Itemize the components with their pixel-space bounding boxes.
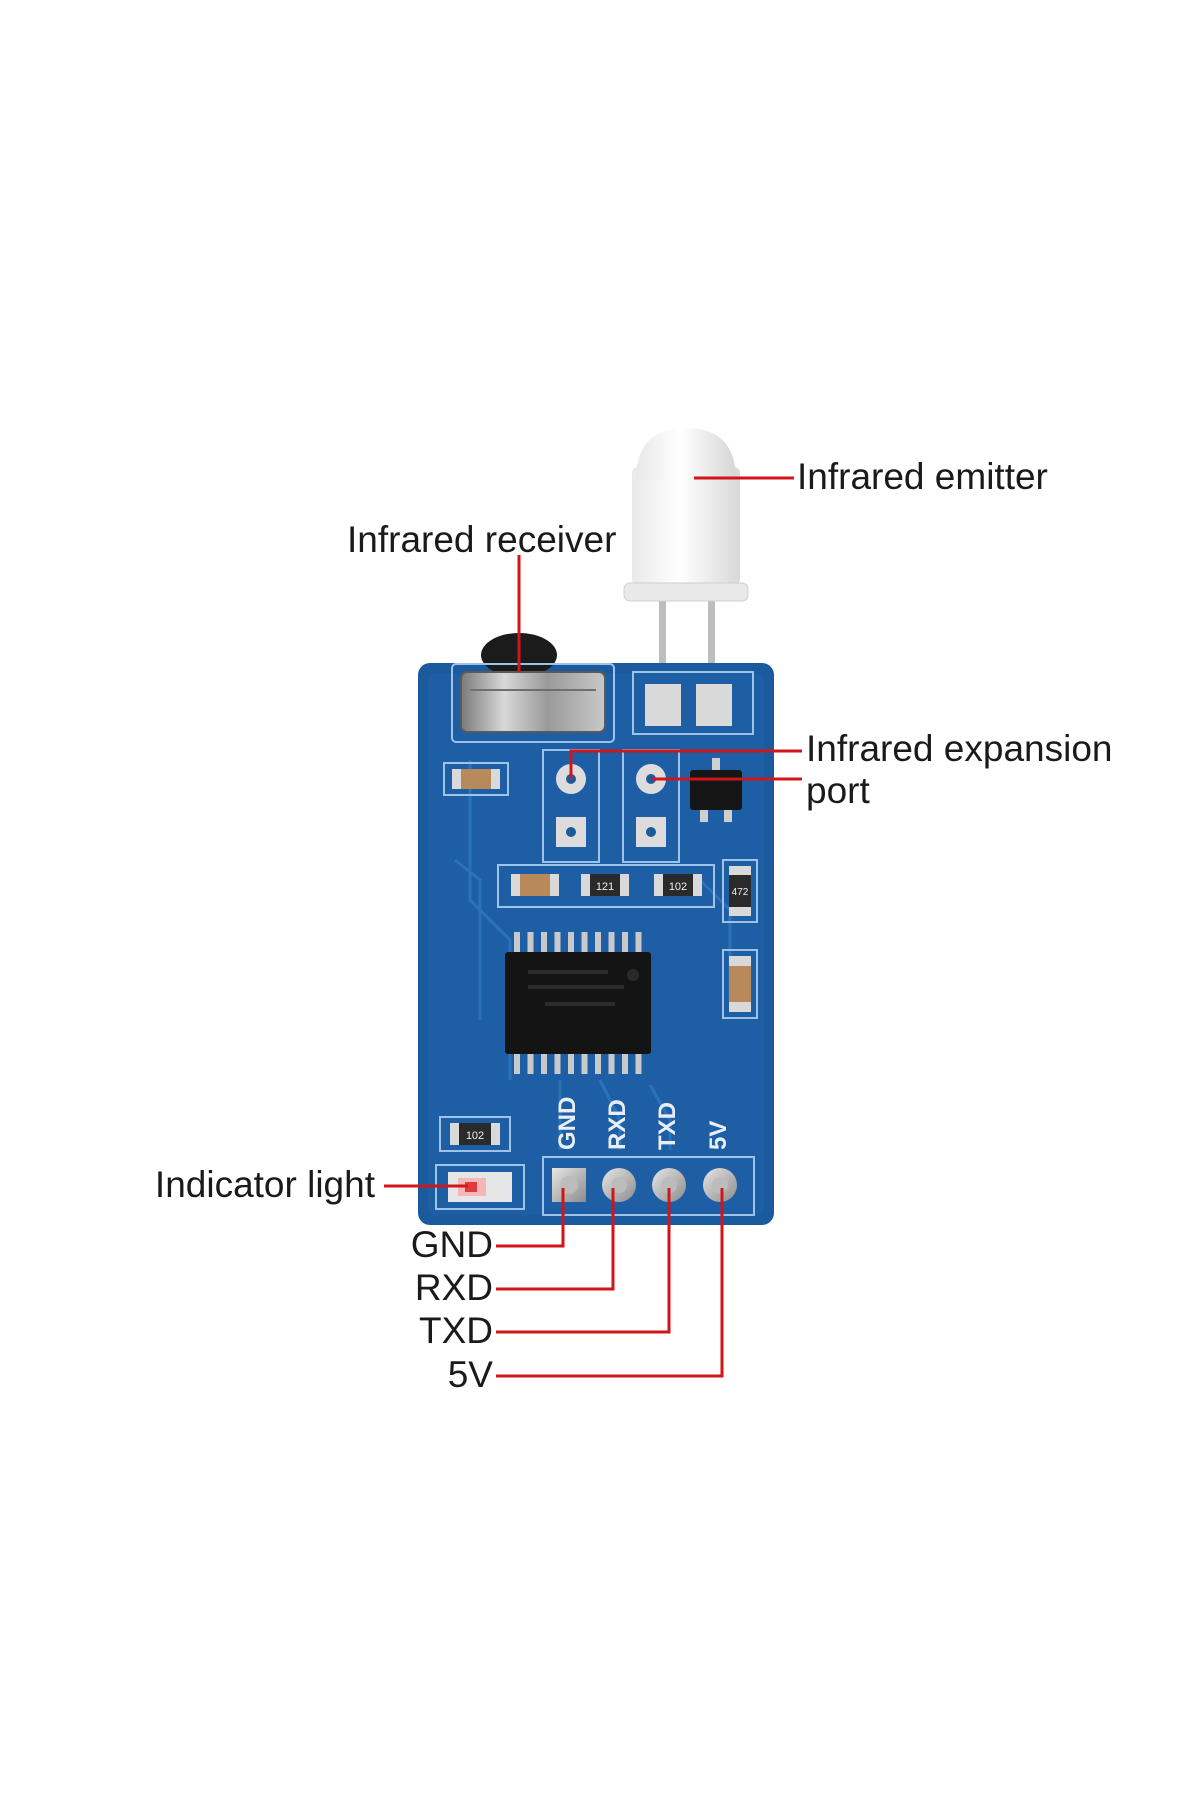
transistor: [690, 770, 742, 810]
resistor-lower-left-cap-b: [491, 1123, 500, 1145]
transistor-lead-c: [712, 758, 720, 770]
ic-pin-top: [595, 932, 601, 954]
transistor-lead-a: [700, 810, 708, 822]
ic-pin-bottom: [514, 1052, 520, 1074]
ic-pin-bottom: [622, 1052, 628, 1074]
resistor-3: [654, 874, 702, 896]
capacitor-right-outline: [722, 949, 758, 1019]
resistor-lower-left-code: 102: [466, 1130, 484, 1142]
resistor-right: [729, 866, 751, 916]
resistor-right-cap-b: [729, 907, 751, 916]
label-infrared-emitter: Infrared emitter: [797, 456, 1048, 497]
ic-pin-top: [581, 932, 588, 954]
capacitor-upper-left-cap-a: [452, 769, 461, 789]
led-leg-right: [708, 585, 715, 695]
expansion-hole-right-bottom: [646, 827, 656, 837]
silk-rxd: RXD: [604, 1099, 631, 1150]
resistor-right-cap-a: [729, 866, 751, 875]
leader-5v: [496, 1188, 724, 1378]
capacitor-upper-left: [452, 769, 500, 789]
ic-pin-top: [608, 932, 615, 954]
led-pad-left: [645, 684, 681, 726]
resistor-right-code: 472: [732, 887, 749, 898]
ic-pin-bottom: [554, 1052, 561, 1074]
led-pad-outline: [632, 671, 754, 735]
receiver-outline: [451, 663, 615, 743]
resistor-lower-left: [450, 1123, 500, 1145]
resistor-right-outline: [722, 859, 758, 923]
ic-pin-bottom: [635, 1052, 642, 1074]
label-infrared-expansion-line1: Infrared expansion: [806, 728, 1113, 769]
led-dome: [636, 428, 736, 480]
silk-txd: TXD: [654, 1102, 681, 1150]
ic-pin-top: [527, 932, 534, 954]
ic-pin-bottom: [595, 1052, 601, 1074]
pin-rxd-solder: [611, 1177, 627, 1193]
leader-gnd: [496, 1188, 565, 1248]
ic-pin-bottom: [608, 1052, 615, 1074]
ic-pin-top: [541, 932, 547, 954]
capacitor-right: [729, 956, 751, 1012]
led-leg-left: [659, 585, 666, 695]
indicator-led-chip: [465, 1182, 477, 1192]
led-pad-right: [696, 684, 732, 726]
main-ic-marking-3: [545, 1002, 615, 1006]
resistor-3-code: 102: [669, 881, 687, 893]
resistor-2-code: 121: [596, 881, 614, 893]
ic-pin-top: [635, 932, 642, 954]
label-txd: TXD: [419, 1310, 493, 1351]
main-ic-pin1-mark: [627, 969, 639, 981]
label-indicator-light: Indicator light: [154, 1164, 375, 1205]
capacitor-right-cap-b: [729, 1002, 751, 1012]
label-5v: 5V: [447, 1354, 493, 1395]
main-ic-marking-1: [528, 970, 608, 974]
leader-expansion-top: [569, 749, 802, 779]
silk-5v: 5V: [705, 1121, 732, 1150]
pin-5v-solder: [712, 1177, 728, 1193]
led-body: [632, 467, 740, 585]
ic-pin-top: [554, 932, 561, 954]
label-infrared-receiver: Infrared receiver: [347, 519, 617, 560]
expansion-hole-left-bottom: [566, 827, 576, 837]
ic-pin-bottom: [527, 1052, 534, 1074]
pin-txd-solder: [661, 1177, 677, 1193]
capacitor-right-cap-a: [729, 956, 751, 966]
leader-rxd: [496, 1188, 615, 1291]
label-rxd: RXD: [414, 1267, 493, 1308]
led-rim: [623, 582, 749, 602]
silk-gnd: GND: [554, 1097, 581, 1150]
capacitor-upper-left-outline: [443, 762, 509, 796]
ic-pin-bottom: [568, 1052, 574, 1074]
label-gnd: GND: [410, 1224, 493, 1265]
resistor-1: [511, 874, 559, 896]
main-ic-marking-2: [528, 985, 624, 989]
label-infrared-expansion-line2: port: [806, 770, 870, 811]
transistor-lead-b: [724, 810, 732, 822]
ic-pin-bottom: [581, 1052, 588, 1074]
ic-pin-top: [514, 932, 520, 954]
pin-header-outline: [542, 1156, 755, 1216]
receiver-shield: [460, 671, 606, 733]
leader-lines: [384, 476, 802, 1378]
ic-pin-top: [622, 932, 628, 954]
resistor-row-outline: [497, 864, 715, 908]
ic-pin-bottom: [541, 1052, 547, 1074]
ic-pins: [514, 932, 642, 1074]
leader-txd: [496, 1188, 671, 1334]
resistor-lower-left-cap-a: [450, 1123, 459, 1145]
resistor-2: [581, 874, 629, 896]
resistor-lower-left-outline: [439, 1116, 511, 1152]
ic-pin-top: [568, 932, 574, 954]
capacitor-upper-left-cap-b: [491, 769, 500, 789]
